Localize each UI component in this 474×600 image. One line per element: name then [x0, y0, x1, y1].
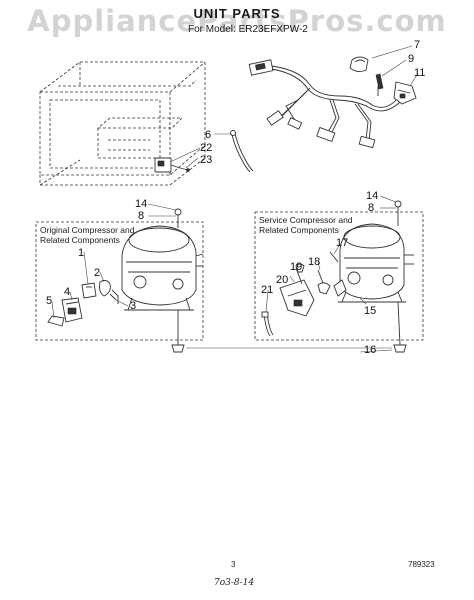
leader-lines-original [51, 203, 177, 319]
diagram-title: UNIT PARTS [193, 6, 281, 21]
callout-8-service: 8 [368, 202, 374, 214]
leader-lines-top [169, 45, 419, 169]
document-code: 789323 [408, 560, 435, 569]
callout-3: 3 [130, 300, 136, 312]
callout-9: 9 [408, 53, 414, 65]
callout-7: 7 [414, 39, 420, 51]
callout-2: 2 [94, 267, 100, 279]
cabinet-outline [39, 61, 206, 186]
callout-1: 1 [78, 247, 84, 259]
leader-lines-service [265, 195, 397, 313]
original-compressor-label: Original Compressor and Related Componen… [40, 225, 135, 245]
service-compressor [338, 200, 414, 353]
callout-6: 6 [205, 129, 211, 141]
model-label: For Model: ER23EFXPW-2 [188, 24, 308, 35]
callout-8-original: 8 [138, 210, 144, 222]
callout-21: 21 [261, 284, 273, 296]
defrost-parts [154, 130, 254, 173]
callout-17: 17 [336, 237, 348, 249]
callout-22: 22 [200, 142, 212, 154]
original-compressor [121, 208, 204, 353]
original-related-parts [47, 279, 119, 327]
handwritten-note: 7o3-8-14 [214, 578, 255, 588]
grommet-connector [186, 347, 393, 353]
callout-15: 15 [364, 305, 376, 317]
service-compressor-box [254, 211, 424, 341]
page-number: 3 [231, 560, 236, 569]
callout-11: 11 [414, 67, 425, 79]
harness-end-parts [349, 56, 417, 105]
callout-23: 23 [200, 154, 212, 166]
service-related-parts [261, 251, 347, 337]
callout-18: 18 [308, 256, 320, 268]
callout-labels: 7 9 11 6 22 23 14 8 1 2 4 5 3 14 8 17 19… [46, 39, 425, 356]
original-compressor-box [35, 221, 204, 341]
callout-14-service: 14 [366, 190, 378, 202]
callout-4: 4 [64, 286, 70, 298]
callout-16: 16 [364, 344, 376, 356]
callout-19: 19 [290, 261, 302, 273]
callout-5: 5 [46, 295, 52, 307]
callout-14-original: 14 [135, 198, 147, 210]
wiring-harness [248, 59, 401, 149]
callout-20: 20 [276, 274, 288, 286]
service-compressor-label: Service Compressor and Related Component… [259, 215, 353, 235]
